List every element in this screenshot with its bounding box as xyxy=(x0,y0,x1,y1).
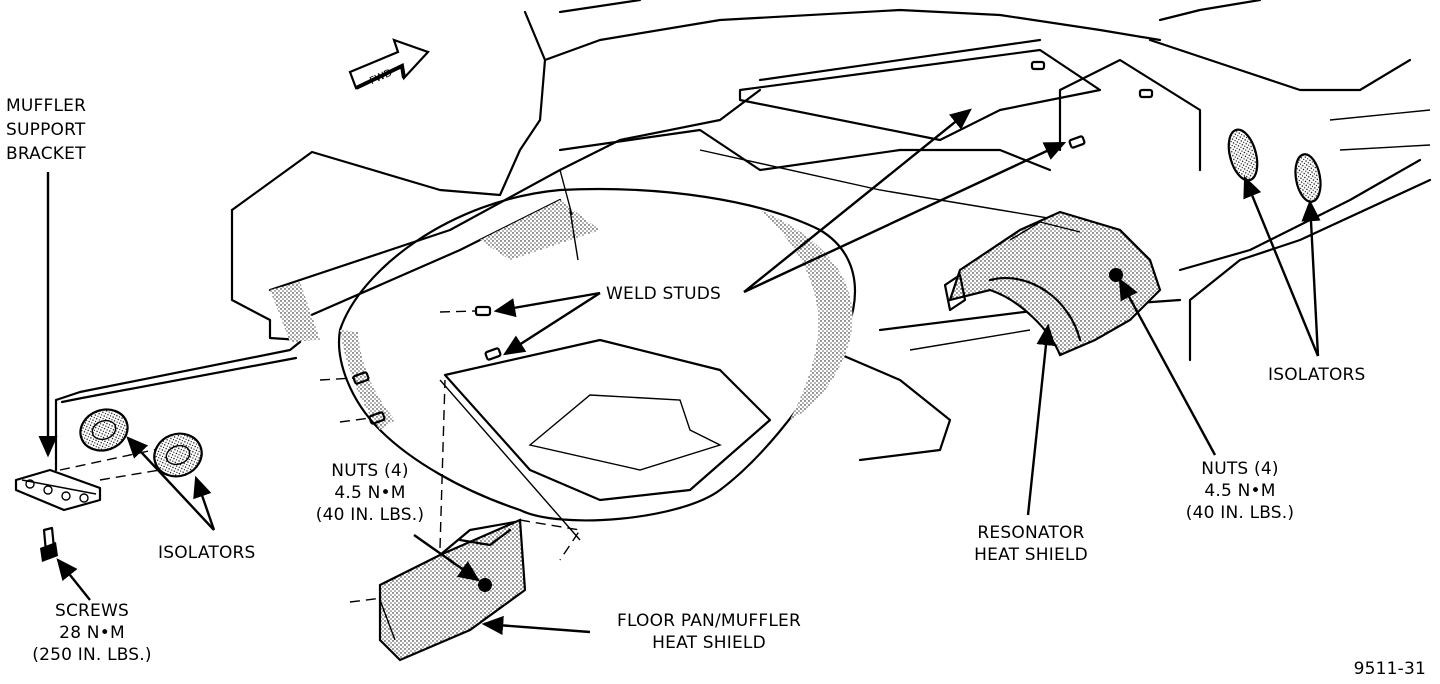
isolators-left-label: ISOLATORS xyxy=(158,543,256,563)
weld-studs-label: WELD STUDS xyxy=(606,284,722,304)
label-line: NUTS (4) xyxy=(1201,459,1279,479)
label-line: BRACKET xyxy=(6,144,86,164)
floor-pan-muffler-heat-shield xyxy=(349,379,582,662)
label-line: (40 IN. LBS.) xyxy=(315,505,425,525)
label-line: NUTS (4) xyxy=(331,461,409,481)
label-line: (250 IN. LBS.) xyxy=(32,645,152,665)
label-line: 4.5 N•M xyxy=(334,483,406,503)
label-line: (40 IN. LBS.) xyxy=(1185,503,1295,523)
muffler-support-bracket-label: MUFFLER SUPPORT BRACKET xyxy=(6,94,86,166)
figure-number: 9511-31 xyxy=(1353,659,1426,679)
nuts-right-label: NUTS (4) 4.5 N•M (40 IN. LBS.) xyxy=(1170,458,1310,524)
label-line: SCREWS xyxy=(54,601,129,621)
forward-arrow-icon: FWD xyxy=(348,38,430,90)
isolator-left-1 xyxy=(79,408,129,452)
label-line: MUFFLER xyxy=(6,96,87,116)
isolator-right-2 xyxy=(1294,153,1322,203)
isolator-left-2 xyxy=(153,432,203,478)
resonator-heat-shield-label: RESONATOR HEAT SHIELD xyxy=(956,522,1106,566)
label-line: 4.5 N•M xyxy=(1204,481,1276,501)
label-line: HEAT SHIELD xyxy=(974,545,1088,565)
weld-studs xyxy=(319,60,1154,425)
label-line: RESONATOR xyxy=(977,523,1085,543)
label-line: FLOOR PAN/MUFFLER xyxy=(617,611,801,631)
label-line: SUPPORT xyxy=(6,120,86,140)
isolators-right-label: ISOLATORS xyxy=(1268,365,1366,385)
resonator-heat-shield xyxy=(943,210,1162,357)
screws-label: SCREWS 28 N•M (250 IN. LBS.) xyxy=(32,600,152,666)
isolator-right-1 xyxy=(1227,128,1259,182)
leader-lines xyxy=(38,108,1321,636)
nuts-left-label: NUTS (4) 4.5 N•M (40 IN. LBS.) xyxy=(300,460,440,526)
label-line: HEAT SHIELD xyxy=(652,633,766,653)
floor-pan-heat-shield-label: FLOOR PAN/MUFFLER HEAT SHIELD xyxy=(594,610,824,654)
muffler-support-bracket xyxy=(14,340,302,562)
label-line: 28 N•M xyxy=(59,623,125,643)
